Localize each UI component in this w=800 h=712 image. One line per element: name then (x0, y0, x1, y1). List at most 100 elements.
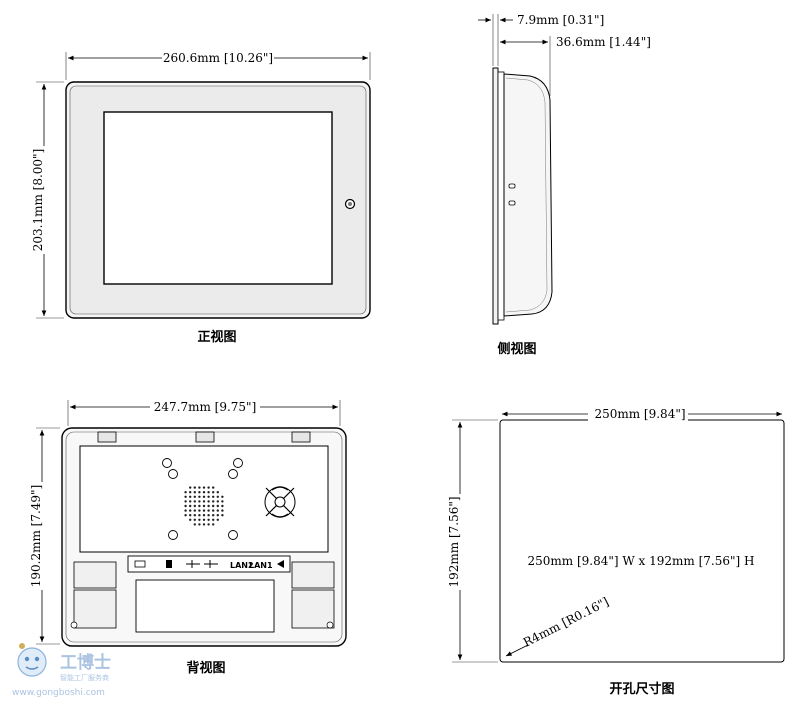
vent-hole (189, 509, 192, 512)
cutout-size-note: 250mm [9.84"] W x 192mm [7.56"] H (528, 554, 755, 568)
vent-hole (189, 491, 192, 494)
vent-hole (207, 509, 210, 512)
vent-hole (198, 523, 201, 526)
vent-hole (193, 491, 196, 494)
vent-hole (193, 495, 196, 498)
vent-hole (216, 491, 219, 494)
vent-hole (189, 504, 192, 508)
back-view-port-bar (127, 555, 291, 573)
vent-hole (207, 495, 210, 498)
cutout-height-label: 192mm [7.56"] (447, 496, 461, 587)
back-view-height-dimension: 190.2mm [7.49"] (29, 427, 60, 645)
vent-hole (221, 514, 224, 517)
vent-hole (198, 500, 201, 503)
cutout-view-caption: 开孔尺寸图 (609, 681, 674, 697)
vent-hole (189, 486, 192, 489)
front-view-screen (103, 111, 333, 285)
vent-hole (202, 523, 206, 526)
watermark: 工博士 智能工厂服务商 www.gongboshi.com (12, 643, 111, 698)
vent-hole (189, 514, 192, 517)
back-view-housing (61, 427, 347, 647)
watermark-brand: 工博士 (60, 652, 111, 673)
back-view: LAN2 LAN1 247.7mm [9.75"] 190.2mm [7.49 (29, 398, 347, 676)
vent-hole (221, 509, 224, 512)
front-view-height-label: 203.1mm [8.00"] (31, 149, 45, 252)
side-view-outline (492, 67, 553, 325)
back-view-mounting-clips (97, 431, 311, 443)
vent-hole (212, 495, 215, 498)
front-view-height-dimension: 203.1mm [8.00"] (31, 81, 64, 319)
back-view-lower-compartments (70, 561, 335, 633)
vent-hole (216, 500, 219, 503)
vent-hole (202, 500, 206, 503)
vent-hole (198, 486, 201, 489)
vent-hole (216, 514, 219, 517)
vent-hole (221, 504, 224, 508)
vent-hole (202, 518, 206, 521)
side-view-port-upper (508, 183, 516, 189)
back-view-fan (264, 486, 296, 518)
vent-hole (202, 495, 206, 498)
vent-hole (184, 514, 187, 517)
vent-hole (212, 491, 215, 494)
vent-hole (207, 514, 210, 517)
cutout-view: 250mm [9.84"] 192mm [7.56"] 250mm [9.84"… (447, 405, 785, 697)
vent-hole (207, 486, 210, 489)
vent-hole (184, 504, 187, 508)
vent-hole (207, 523, 210, 526)
back-view-port-lan2: LAN2 (230, 561, 254, 570)
vent-hole (212, 514, 215, 517)
vent-hole (184, 491, 187, 494)
vent-hole (189, 518, 192, 521)
vent-hole (202, 514, 206, 517)
vent-hole (189, 500, 192, 503)
side-view-front-depth-dimension: 7.9mm [0.31"] (478, 13, 604, 66)
vent-hole (212, 504, 215, 508)
vent-hole (216, 509, 219, 512)
side-view-total-depth-dimension: 36.6mm [1.44"] (500, 35, 651, 96)
vent-hole (193, 509, 196, 512)
back-view-width-dimension: 247.7mm [9.75"] (67, 398, 341, 426)
front-view-width-label: 260.6mm [10.26"] (163, 51, 273, 65)
side-view-front-depth-label: 7.9mm [0.31"] (517, 13, 604, 27)
vent-hole (198, 518, 201, 521)
vent-hole (198, 509, 201, 512)
back-view-port-lan1: LAN1 (249, 561, 273, 570)
vent-hole (202, 491, 206, 494)
vent-hole (202, 486, 206, 489)
vent-hole (221, 500, 224, 503)
vent-hole (198, 491, 201, 494)
watermark-logo (17, 643, 47, 677)
vent-hole (193, 504, 196, 508)
vent-hole (212, 523, 215, 526)
vent-hole (193, 500, 196, 503)
back-view-screws (162, 458, 243, 540)
vent-hole (193, 523, 196, 526)
back-view-vent-grid (184, 486, 224, 526)
cutout-width-label: 250mm [9.84"] (594, 407, 685, 421)
vent-hole (198, 504, 201, 508)
vent-hole (216, 518, 219, 521)
cutout-height-dimension: 192mm [7.56"] (447, 419, 498, 663)
vent-hole (207, 500, 210, 503)
vent-hole (184, 495, 187, 498)
back-view-caption: 背视图 (186, 660, 225, 676)
front-view-width-dimension: 260.6mm [10.26"] (65, 49, 371, 80)
side-view-caption: 侧视图 (497, 341, 536, 357)
back-view-height-label: 190.2mm [7.49"] (29, 485, 43, 588)
vent-hole (207, 504, 210, 508)
front-view: 260.6mm [10.26"] 203.1mm [8.00"] 正视图 (31, 49, 371, 345)
vent-hole (202, 509, 206, 512)
side-view: 7.9mm [0.31"] 36.6mm [1.44"] 侧视图 (478, 13, 651, 357)
vent-hole (221, 495, 224, 498)
watermark-tagline: 智能工厂服务商 (60, 673, 109, 682)
back-view-width-label: 247.7mm [9.75"] (154, 400, 257, 414)
vent-hole (216, 504, 219, 508)
vent-hole (193, 486, 196, 489)
vent-hole (207, 491, 210, 494)
side-view-port-lower (508, 200, 516, 206)
vent-hole (184, 509, 187, 512)
watermark-url: www.gongboshi.com (12, 688, 105, 698)
vent-hole (212, 509, 215, 512)
